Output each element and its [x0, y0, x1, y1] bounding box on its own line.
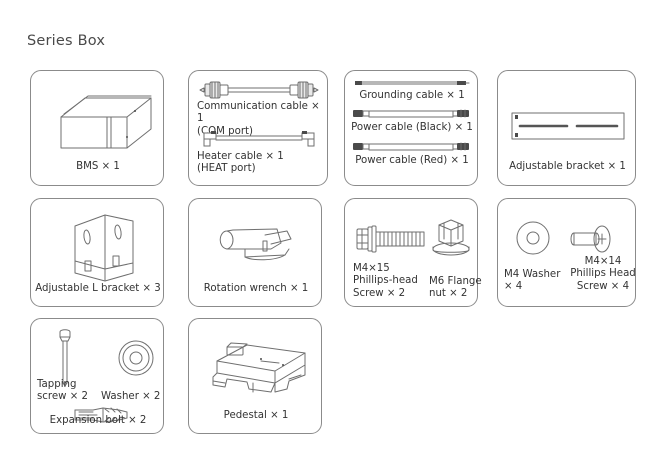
part-card-washer-screw[interactable]: M4 Washer × 4 M4×14 Phillips Head Screw … — [497, 198, 636, 307]
communication-cable-icon — [194, 79, 324, 101]
card-caption: Pedestal × 1 — [223, 410, 289, 421]
card-caption: M6 Flange nut × 2 — [429, 276, 482, 300]
card-caption: Adjustable bracket × 1 — [509, 161, 626, 172]
card-caption: Heater cable × 1 (HEAT port) — [197, 151, 284, 175]
card-caption: Rotation wrench × 1 — [203, 283, 309, 294]
card-caption: Tapping screw × 2 — [37, 379, 88, 403]
heater-cable-icon — [194, 129, 324, 151]
power-cable-red-icon — [353, 141, 471, 153]
bms-box-icon — [39, 85, 157, 157]
part-card-bms[interactable]: BMS × 1 — [30, 70, 164, 186]
washer-icon — [117, 339, 155, 377]
card-caption: M4×15 Phillips-head Screw × 2 — [353, 263, 418, 299]
part-card-adjustable-bracket[interactable]: Adjustable bracket × 1 — [497, 70, 636, 186]
card-caption: Grounding cable × 1 — [359, 90, 465, 101]
washer-and-screw-icon — [516, 221, 622, 255]
card-caption: Power cable (Black) × 1 — [351, 122, 473, 133]
part-card-screw-flange-nut[interactable]: M4×15 Phillips-head Screw × 2 M6 Flange … — [344, 198, 482, 307]
screw-and-flange-nut-icon — [353, 217, 471, 261]
part-card-pedestal[interactable]: Pedestal × 1 — [188, 318, 322, 434]
power-cable-black-icon — [353, 108, 471, 120]
card-caption: Power cable (Red) × 1 — [355, 155, 469, 166]
card-caption: Adjustable L bracket × 3 — [35, 283, 161, 294]
page-title: Series Box — [27, 33, 106, 49]
part-card-com-heat-cables[interactable]: Communication cable × 1 (COM port) Heate… — [188, 70, 328, 186]
expansion-bolt-icon — [73, 406, 131, 424]
part-card-rotation-wrench[interactable]: Rotation wrench × 1 — [188, 198, 322, 307]
adjustable-bracket-icon — [511, 112, 625, 140]
part-card-tapping-washer-bolt[interactable]: Tapping screw × 2 Washer × 2 Expansion b… — [30, 318, 164, 434]
card-caption: M4 Washer × 4 — [504, 269, 561, 293]
part-card-power-cables[interactable]: Grounding cable × 1 Power cable (Black) … — [344, 70, 478, 186]
l-bracket-icon — [61, 211, 147, 283]
card-caption: M4×14 Phillips Head Screw × 4 — [570, 256, 636, 292]
grounding-cable-icon — [353, 78, 471, 88]
card-caption: Communication cable × 1 (COM port) — [197, 101, 320, 137]
pedestal-icon — [201, 335, 313, 397]
card-caption: Washer × 2 — [101, 391, 161, 402]
tapping-screw-icon — [55, 328, 75, 387]
card-caption: BMS × 1 — [76, 161, 120, 172]
card-caption: Expansion bolt × 2 — [49, 415, 147, 426]
part-card-l-bracket[interactable]: Adjustable L bracket × 3 — [30, 198, 164, 307]
rotation-wrench-icon — [215, 221, 301, 269]
